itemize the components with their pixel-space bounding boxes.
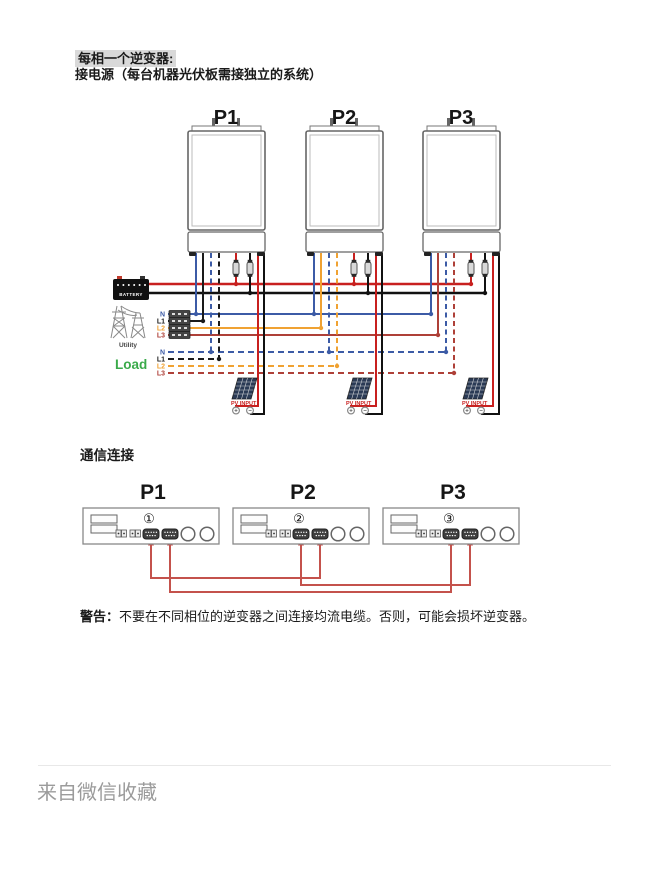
inverter-label-p1: P1 xyxy=(214,107,238,129)
pv-input-label-1: PV INPUT xyxy=(231,401,257,407)
pv-panel-2: PV INPUT + − xyxy=(346,377,373,415)
dry-contact-ports-1 xyxy=(115,529,141,538)
dry-contact-ports-3 xyxy=(415,529,441,538)
utility-label: Utility xyxy=(119,342,137,349)
load-l1-label: L1 xyxy=(157,357,165,364)
junction-dots xyxy=(193,281,488,376)
round-port-1a xyxy=(180,526,196,542)
comm-section-title: 通信连接 xyxy=(80,448,134,463)
round-port-2a xyxy=(330,526,346,542)
comm-unit-p3: P3 ③ xyxy=(382,481,520,545)
pv-plus-3: + xyxy=(465,409,469,415)
inverter-p3-wires xyxy=(430,253,500,415)
round-port-3a xyxy=(480,526,496,542)
comm-cables xyxy=(150,544,471,593)
comm-number-1: ① xyxy=(143,511,155,526)
pv-plus-2: + xyxy=(349,409,353,415)
inverter-label-p2: P2 xyxy=(332,107,356,129)
pv-minus-3: − xyxy=(479,409,483,415)
warning-label: 警告： xyxy=(80,609,120,624)
utility-l2-label: L2 xyxy=(157,326,165,333)
page-title: 每相一个逆变器: xyxy=(75,50,177,67)
battery-fuses xyxy=(232,259,489,277)
battery-label: BATTERY xyxy=(119,292,143,297)
comm-unit-p2: P2 ② xyxy=(232,481,370,545)
warning-text: 警告：不要在不同相位的逆变器之间连接均流电缆。否则，可能会损坏逆变器。 xyxy=(80,608,580,625)
utility-breakers xyxy=(168,310,191,339)
utility-ac-lines xyxy=(168,313,438,336)
comm-label-p3: P3 xyxy=(440,481,466,504)
pv-input-label-2: PV INPUT xyxy=(346,401,372,407)
inverter-unit-p2: P2 xyxy=(305,107,384,256)
comm-label-p2: P2 xyxy=(290,481,316,504)
pv-terminals-1: + − xyxy=(232,406,255,415)
comm-port-3a xyxy=(442,528,460,540)
comm-unit-p1: P1 ① xyxy=(82,481,220,545)
utility-n-label: N xyxy=(160,312,165,319)
load-n-label: N xyxy=(160,350,165,357)
load-ac-lines xyxy=(168,351,454,374)
inverter-unit-p1: P1 xyxy=(187,107,266,256)
footer-divider xyxy=(38,765,611,766)
comm-port-1a xyxy=(142,528,160,540)
battery-icon: BATTERY xyxy=(113,276,149,300)
comm-port-3b xyxy=(461,528,479,540)
comm-number-3: ③ xyxy=(443,511,455,526)
dry-contact-ports-2 xyxy=(265,529,291,538)
pv-minus-1: − xyxy=(248,409,252,415)
inverter-unit-p3: P3 xyxy=(422,107,501,256)
utility-l1-label: L1 xyxy=(157,319,165,326)
page-subtitle: 接电源（每台机器光伏板需接独立的系统） xyxy=(75,67,323,82)
comm-port-2b xyxy=(311,528,329,540)
battery-bus-wires xyxy=(148,282,485,295)
communication-diagram: P1 ① P2 xyxy=(82,481,520,593)
load-label: Load xyxy=(115,357,147,372)
pv-terminals-2: + − xyxy=(347,406,370,415)
pv-input-label-3: PV INPUT xyxy=(462,401,488,407)
utility-icon xyxy=(110,305,146,339)
load-l2-label: L2 xyxy=(157,364,165,371)
comm-label-p1: P1 xyxy=(140,481,166,504)
load-line-labels: N L1 L2 L3 xyxy=(157,350,165,378)
pv-plus-1: + xyxy=(234,409,238,415)
load-l3-label: L3 xyxy=(157,371,165,378)
comm-number-2: ② xyxy=(293,511,305,526)
comm-port-1b xyxy=(161,528,179,540)
round-port-1b xyxy=(199,526,215,542)
utility-l3-label: L3 xyxy=(157,333,165,340)
footer-source-label: 来自微信收藏 xyxy=(37,782,157,804)
warning-body: 不要在不同相位的逆变器之间连接均流电缆。否则，可能会损坏逆变器。 xyxy=(119,609,536,624)
inverter-label-p3: P3 xyxy=(449,107,473,129)
power-wiring-diagram: N L1 L2 L3 N L1 L2 L3 BATTERY xyxy=(110,107,501,415)
utility-line-labels: N L1 L2 L3 xyxy=(157,312,165,340)
inverter-p2-wires xyxy=(313,253,383,415)
pv-panel-1: PV INPUT + − xyxy=(231,377,258,415)
pv-panel-3: PV INPUT + − xyxy=(462,377,489,415)
pv-minus-2: − xyxy=(363,409,367,415)
comm-port-2a xyxy=(292,528,310,540)
pv-terminals-3: + − xyxy=(463,406,486,415)
round-port-2b xyxy=(349,526,365,542)
round-port-3b xyxy=(499,526,515,542)
